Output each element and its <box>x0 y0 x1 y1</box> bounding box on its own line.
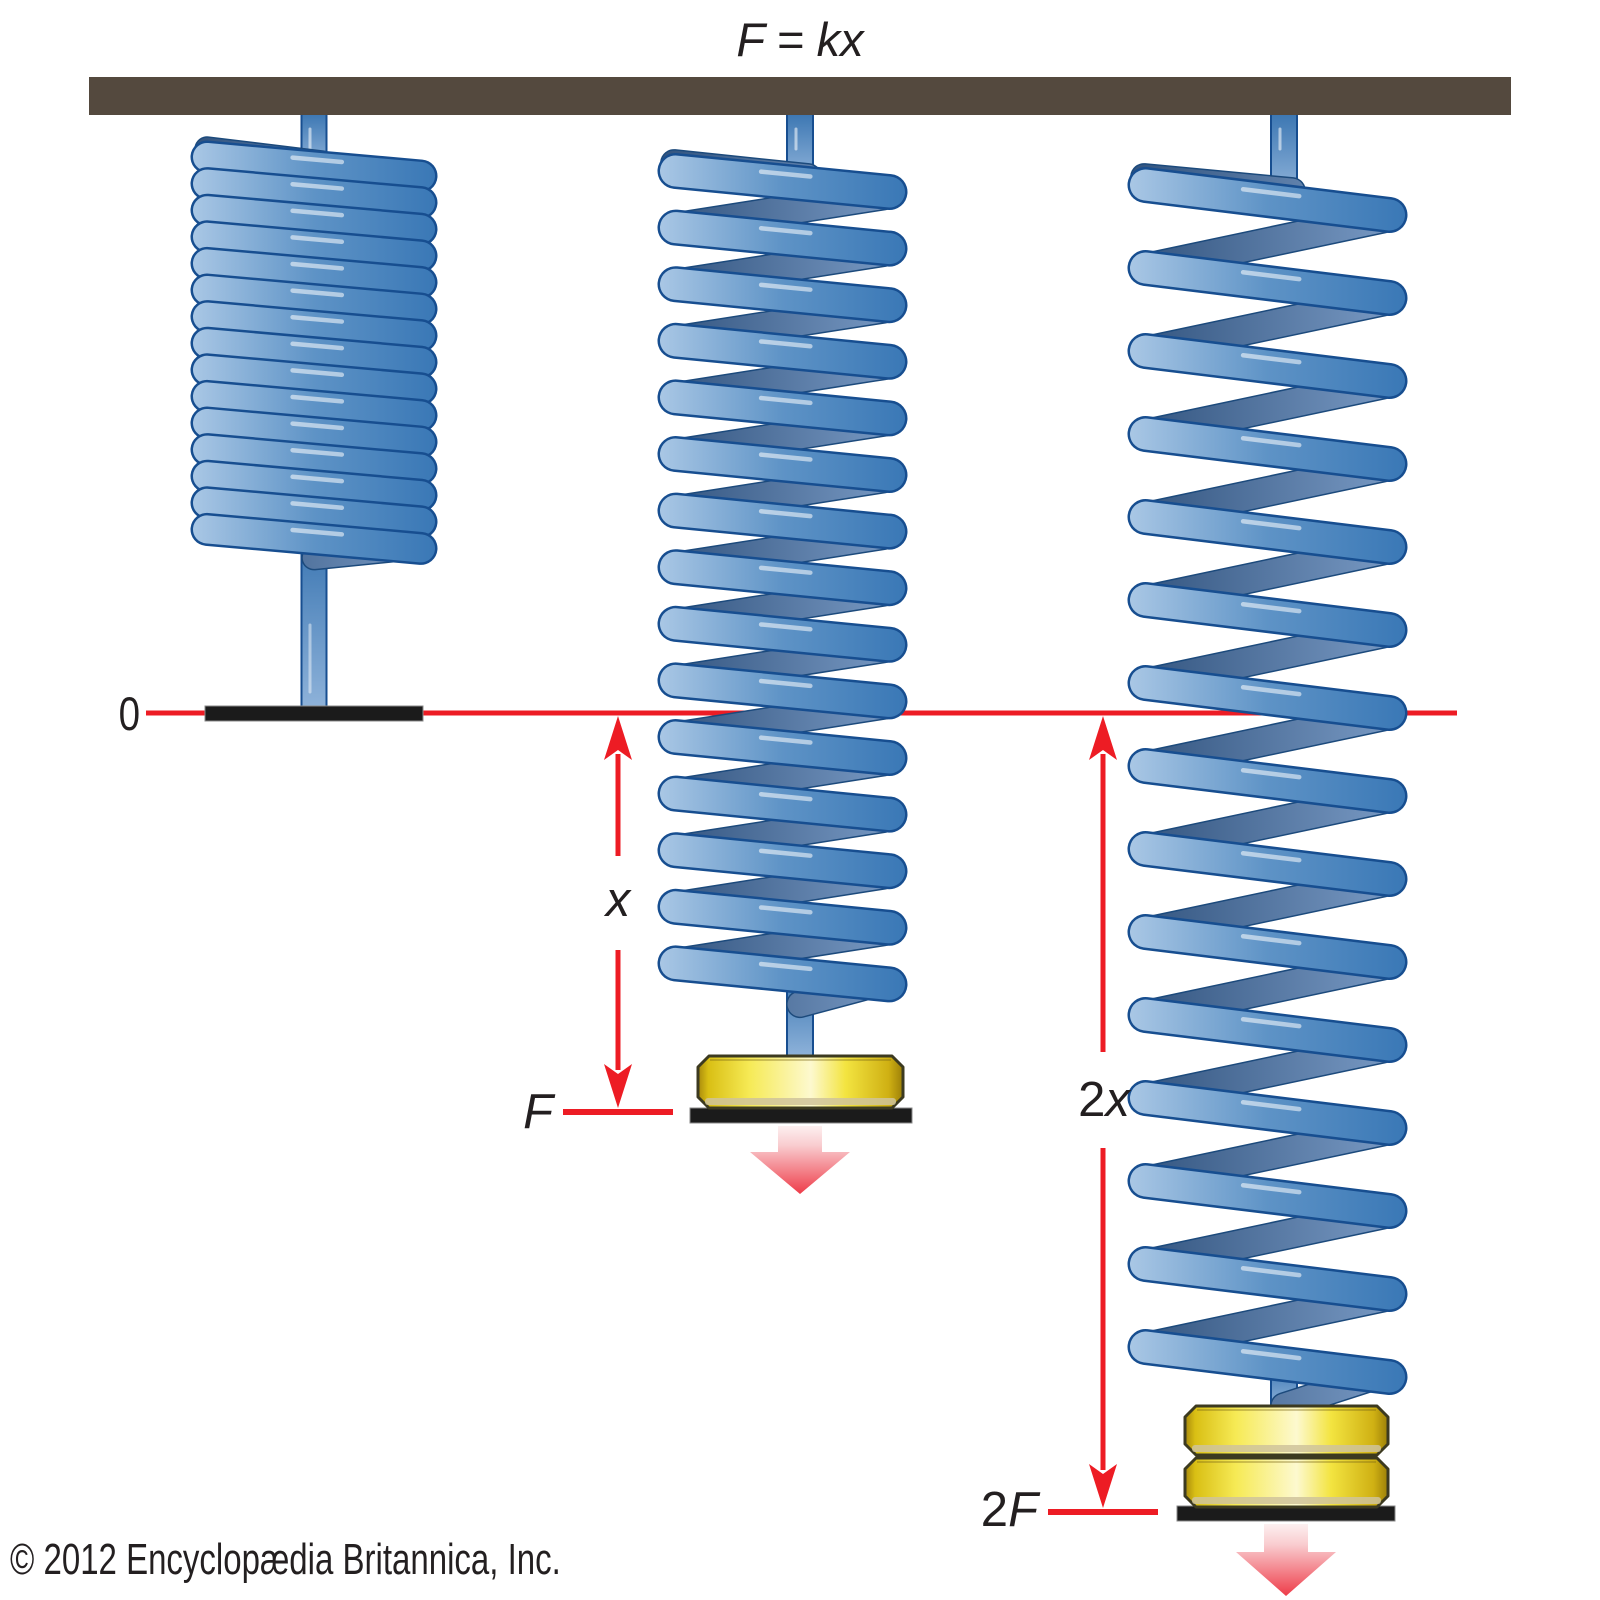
2f-var: F <box>1008 1483 1038 1537</box>
2x-dimension-arrow <box>1089 716 1117 1508</box>
equation-title: F=kx <box>560 16 1040 63</box>
spring-left <box>190 112 438 711</box>
equation-rhs: kx <box>816 13 864 66</box>
plate-middle <box>689 1107 913 1124</box>
zero-baseline-label: 0 <box>118 687 140 740</box>
force-2f-label: 2F <box>886 1486 1038 1535</box>
2x-var: x <box>1105 1073 1130 1127</box>
force-arrow-F <box>750 1126 850 1194</box>
force-f-label: F <box>523 1085 553 1139</box>
spring-middle <box>657 112 908 1059</box>
2x-prefix: 2 <box>1078 1073 1106 1127</box>
ceiling-beam <box>89 77 1511 115</box>
plate-left <box>204 705 424 722</box>
equation-operator: = <box>777 13 805 66</box>
equation-lhs: F <box>736 13 766 66</box>
copyright-notice: © 2012 Encyclopædia Britannica, Inc. <box>10 1535 561 1584</box>
displacement-x-label: x <box>605 873 631 927</box>
x-dimension-arrow <box>604 716 632 1108</box>
spring-right <box>1127 112 1408 1420</box>
displacement-2x-label: 2x <box>1028 1076 1180 1125</box>
force-arrow-2F <box>1236 1524 1336 1596</box>
2f-prefix: 2 <box>980 1483 1009 1537</box>
weight-stack-double <box>1183 1404 1390 1509</box>
weight-single <box>696 1054 905 1110</box>
